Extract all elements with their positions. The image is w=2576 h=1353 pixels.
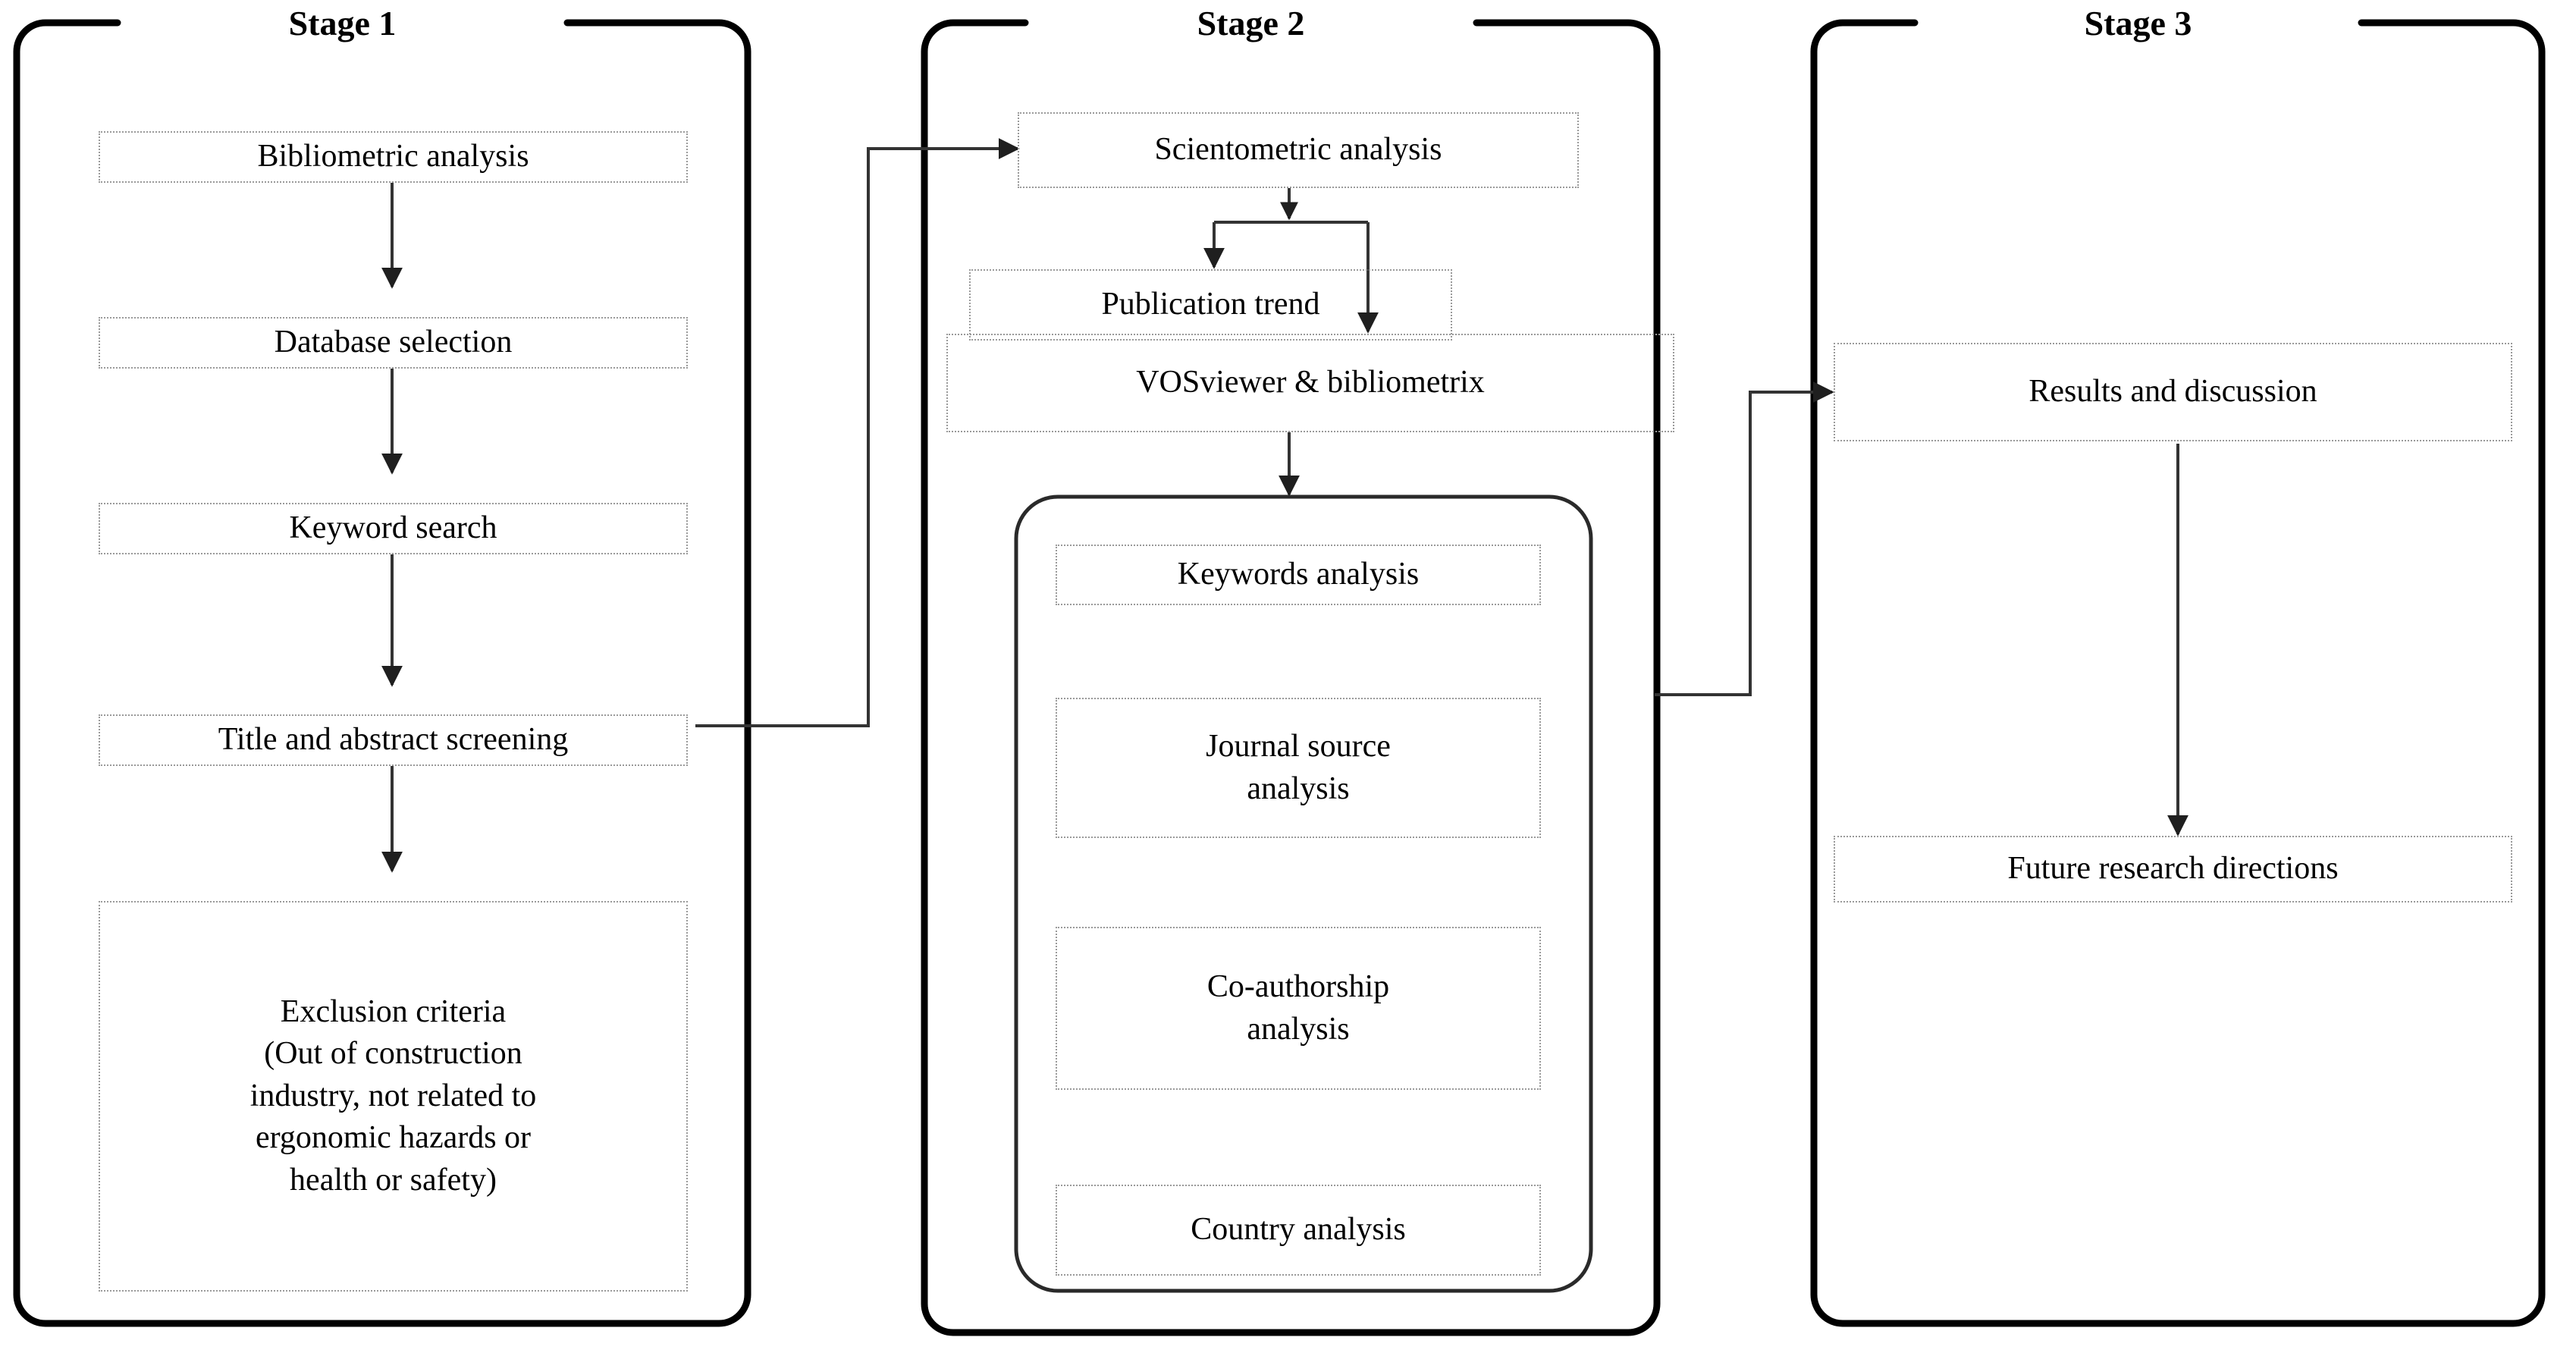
node-results-and-discussion[interactable]: Results and discussion (1834, 343, 2512, 441)
node-exclusion-criteria-label: Exclusion criteria (Out of construction … (249, 994, 537, 1198)
node-country-analysis-label: Country analysis (1191, 1212, 1406, 1248)
node-scientometric-analysis[interactable]: Scientometric analysis (1018, 112, 1579, 188)
node-co-authorship-analysis-label: Co-authorship analysis (1206, 969, 1390, 1047)
node-results-and-discussion-label: Results and discussion (2028, 374, 2317, 410)
node-keyword-search-label: Keyword search (289, 510, 497, 546)
node-exclusion-criteria[interactable]: Exclusion criteria (Out of construction … (99, 901, 688, 1292)
node-publication-trend-label: Publication trend (1101, 287, 1320, 322)
stage-3-label: Stage 3 (2084, 4, 2192, 42)
node-journal-source-analysis[interactable]: Journal source analysis (1056, 698, 1541, 838)
node-keywords-analysis-label: Keywords analysis (1177, 557, 1420, 592)
node-co-authorship-analysis[interactable]: Co-authorship analysis (1056, 927, 1541, 1090)
connector-scientometric-split (1203, 188, 1379, 334)
connector-stage2-to-stage3 (1655, 381, 1834, 696)
node-database-selection[interactable]: Database selection (99, 317, 688, 369)
stage-1-label: Stage 1 (288, 4, 397, 42)
node-keywords-analysis[interactable]: Keywords analysis (1056, 545, 1541, 605)
node-journal-source-analysis-label: Journal source analysis (1206, 729, 1391, 806)
node-keyword-search[interactable]: Keyword search (99, 503, 688, 554)
stage-2-container (921, 19, 1661, 1336)
node-vosviewer-bibliometrix-label: VOSviewer & bibliometrix (1136, 365, 1485, 400)
node-database-selection-label: Database selection (274, 325, 513, 360)
node-bibliometric-analysis-label: Bibliometric analysis (257, 139, 529, 174)
node-title-abstract-screening[interactable]: Title and abstract screening (99, 714, 688, 766)
node-future-research-directions-label: Future research directions (2007, 851, 2339, 887)
node-title-abstract-screening-label: Title and abstract screening (218, 722, 569, 758)
node-country-analysis[interactable]: Country analysis (1056, 1185, 1541, 1276)
node-publication-trend[interactable]: Publication trend (969, 269, 1452, 341)
stage-3-container (1810, 19, 2546, 1327)
tool-analyses-group-container (1014, 494, 1593, 1293)
stage-1-container (13, 19, 751, 1327)
node-bibliometric-analysis[interactable]: Bibliometric analysis (99, 131, 688, 183)
node-scientometric-analysis-label: Scientometric analysis (1154, 132, 1442, 168)
connector-stage1-to-stage2 (695, 138, 1020, 727)
node-vosviewer-bibliometrix[interactable]: VOSviewer & bibliometrix (946, 334, 1674, 432)
node-future-research-directions[interactable]: Future research directions (1834, 836, 2512, 903)
stage-2-label: Stage 2 (1197, 4, 1305, 42)
